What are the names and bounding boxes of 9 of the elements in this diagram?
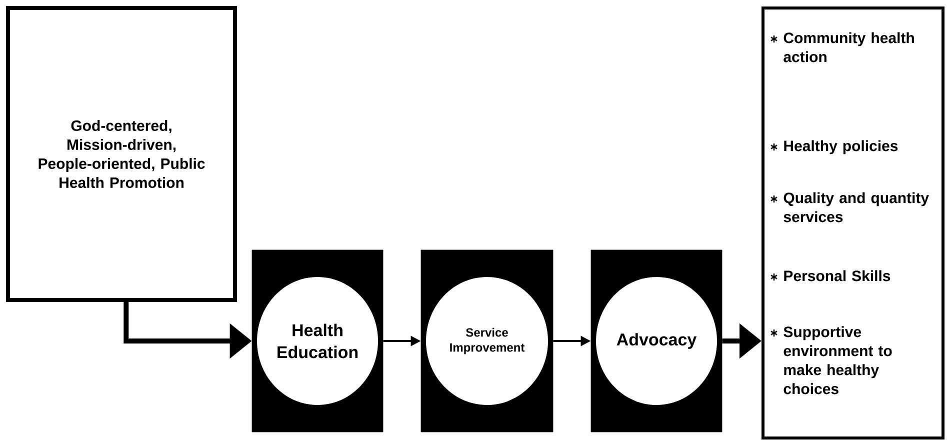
ellipse-panel: Health Education (252, 250, 384, 432)
list-item: Supportive environment to make healthy choices (784, 326, 892, 394)
list-item: Quality and quantity services (784, 192, 929, 222)
list-item: Personal Skills (784, 270, 890, 282)
ellipse-panel: Advocacy (590, 250, 722, 432)
text-box: God-centered, Mission-driven, People-oriented, Public Health Promotion (6, 6, 237, 302)
list-item: Community health action (784, 32, 914, 62)
list-item: Healthy policies (784, 140, 898, 154)
ellipse-panel: Service Improvement (420, 250, 554, 432)
